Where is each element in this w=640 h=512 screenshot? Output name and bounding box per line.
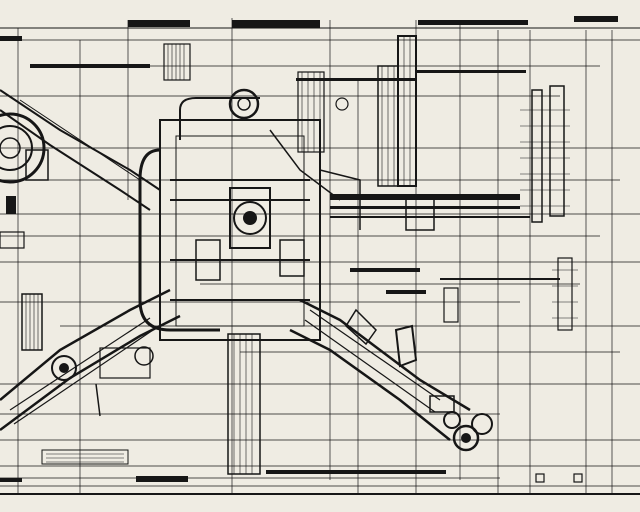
top-dimension-bars [0, 16, 618, 81]
central-hatched-columns [163, 43, 325, 475]
right-ladder-assembly [443, 85, 578, 331]
lower-left-arm [0, 288, 181, 432]
construction-lines-vertical [17, 18, 613, 494]
lower-right-arm [289, 298, 493, 452]
right-tower [377, 35, 435, 231]
central-mechanism [138, 88, 361, 341]
mid-horizontal-bars [330, 194, 560, 294]
bottom-label-blocks [0, 449, 583, 483]
left-panel-boxes [0, 231, 43, 351]
left-joint-assembly [0, 89, 161, 214]
